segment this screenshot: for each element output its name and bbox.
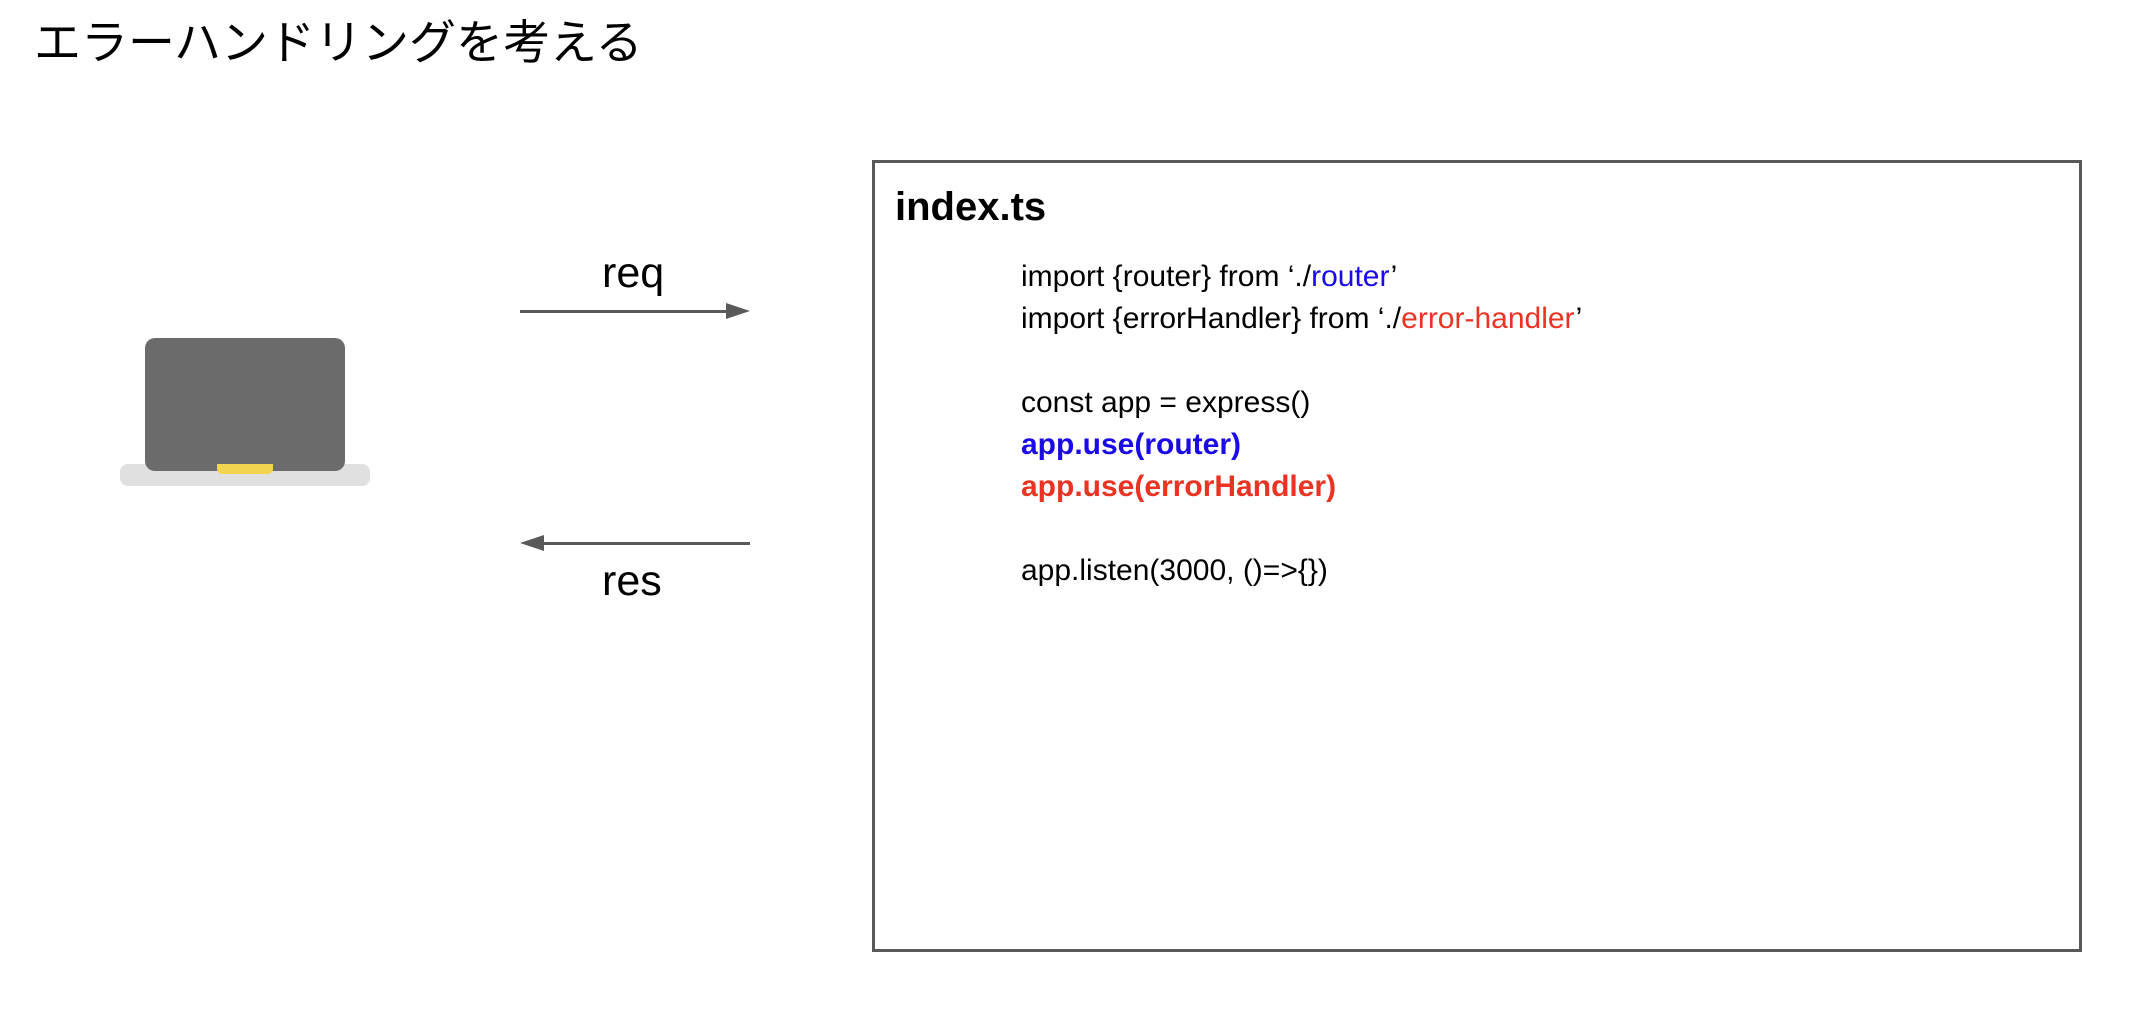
code-line: app.use(router) [1021,428,1242,461]
code-token: ’ [1390,260,1398,293]
laptop-illustration [120,338,370,498]
code-line: import {errorHandler} from ‘./error-hand… [1021,298,2069,340]
code-line: app.use(errorHandler) [1021,470,1337,503]
request-arrow-head-icon [726,303,750,319]
code-token: ’ [1575,302,1583,335]
code-token: error-handler [1401,302,1576,335]
laptop-bezel [145,338,345,471]
code-token: router [1311,260,1391,293]
code-line: const app = express() [1021,386,1311,419]
code-card: index.ts import {router} from ‘./router’… [872,160,2082,952]
page-title: エラーハンドリングを考える [34,16,643,69]
request-arrow-label: req [602,249,665,297]
laptop-screen [181,349,359,459]
response-arrow-head-icon [520,535,544,551]
code-block: import {router} from ‘./router’import {e… [1021,256,2069,592]
code-line [1021,340,2069,382]
request-arrow-shaft [520,310,730,313]
code-line [1021,508,2069,550]
laptop-trackpad [217,464,273,474]
code-token: import {router} from ‘./ [1021,260,1312,293]
code-line: import {router} from ‘./router’ [1021,256,2069,298]
code-token: import {errorHandler} from ‘./ [1021,302,1402,335]
response-arrow-shaft [540,542,750,545]
code-line: app.listen(3000, ()=>{}) [1021,554,1328,587]
code-filename: index.ts [895,185,1047,229]
response-arrow-label: res [602,557,662,605]
